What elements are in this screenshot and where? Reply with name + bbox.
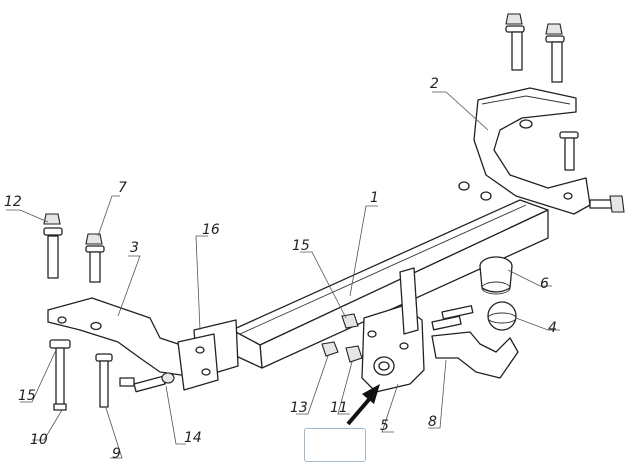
bolt-14 [119,372,175,393]
callout-3: 3 [130,240,139,256]
callout-5: 5 [380,418,389,434]
right-bracket [458,87,591,215]
bracket-bolt-lower [559,131,579,171]
callout-14: 14 [184,430,202,446]
callout-1: 1 [370,190,379,206]
nut-13 [321,341,339,357]
left-top-bolt-7 [85,233,105,283]
callout-9: 9 [112,446,121,462]
top-bolt-right [545,23,565,83]
ball-mount-plate [361,267,425,393]
ball-cover [479,256,513,295]
long-bolt-10 [49,339,71,411]
left-top-bolt-12 [43,213,63,279]
callout-13: 13 [290,400,308,416]
callout-labels: 1 2 3 4 5 6 7 8 9 10 11 12 13 14 15 15 1… [4,76,557,462]
bolt-9 [95,353,113,408]
mount-plate [177,319,239,391]
callout-7: 7 [118,180,127,196]
tow-ball-arm [431,305,519,379]
arrow-indicator [346,384,380,426]
left-bracket [47,297,199,377]
callout-2: 2 [430,76,439,92]
callout-12: 12 [4,194,22,210]
top-bolt-left [505,13,525,71]
callout-16: 16 [202,222,220,238]
side-bolt [589,195,625,213]
leader-lines [6,91,560,459]
callout-6: 6 [540,276,549,292]
callout-11: 11 [330,400,348,416]
callout-15-center: 15 [292,238,310,254]
callout-4: 4 [548,320,557,336]
callout-10: 10 [30,432,48,448]
nut-11 [345,345,363,363]
tow-ball [487,301,517,331]
empty-label-box [304,428,366,462]
callout-8: 8 [428,414,437,430]
callout-15-left: 15 [18,388,36,404]
